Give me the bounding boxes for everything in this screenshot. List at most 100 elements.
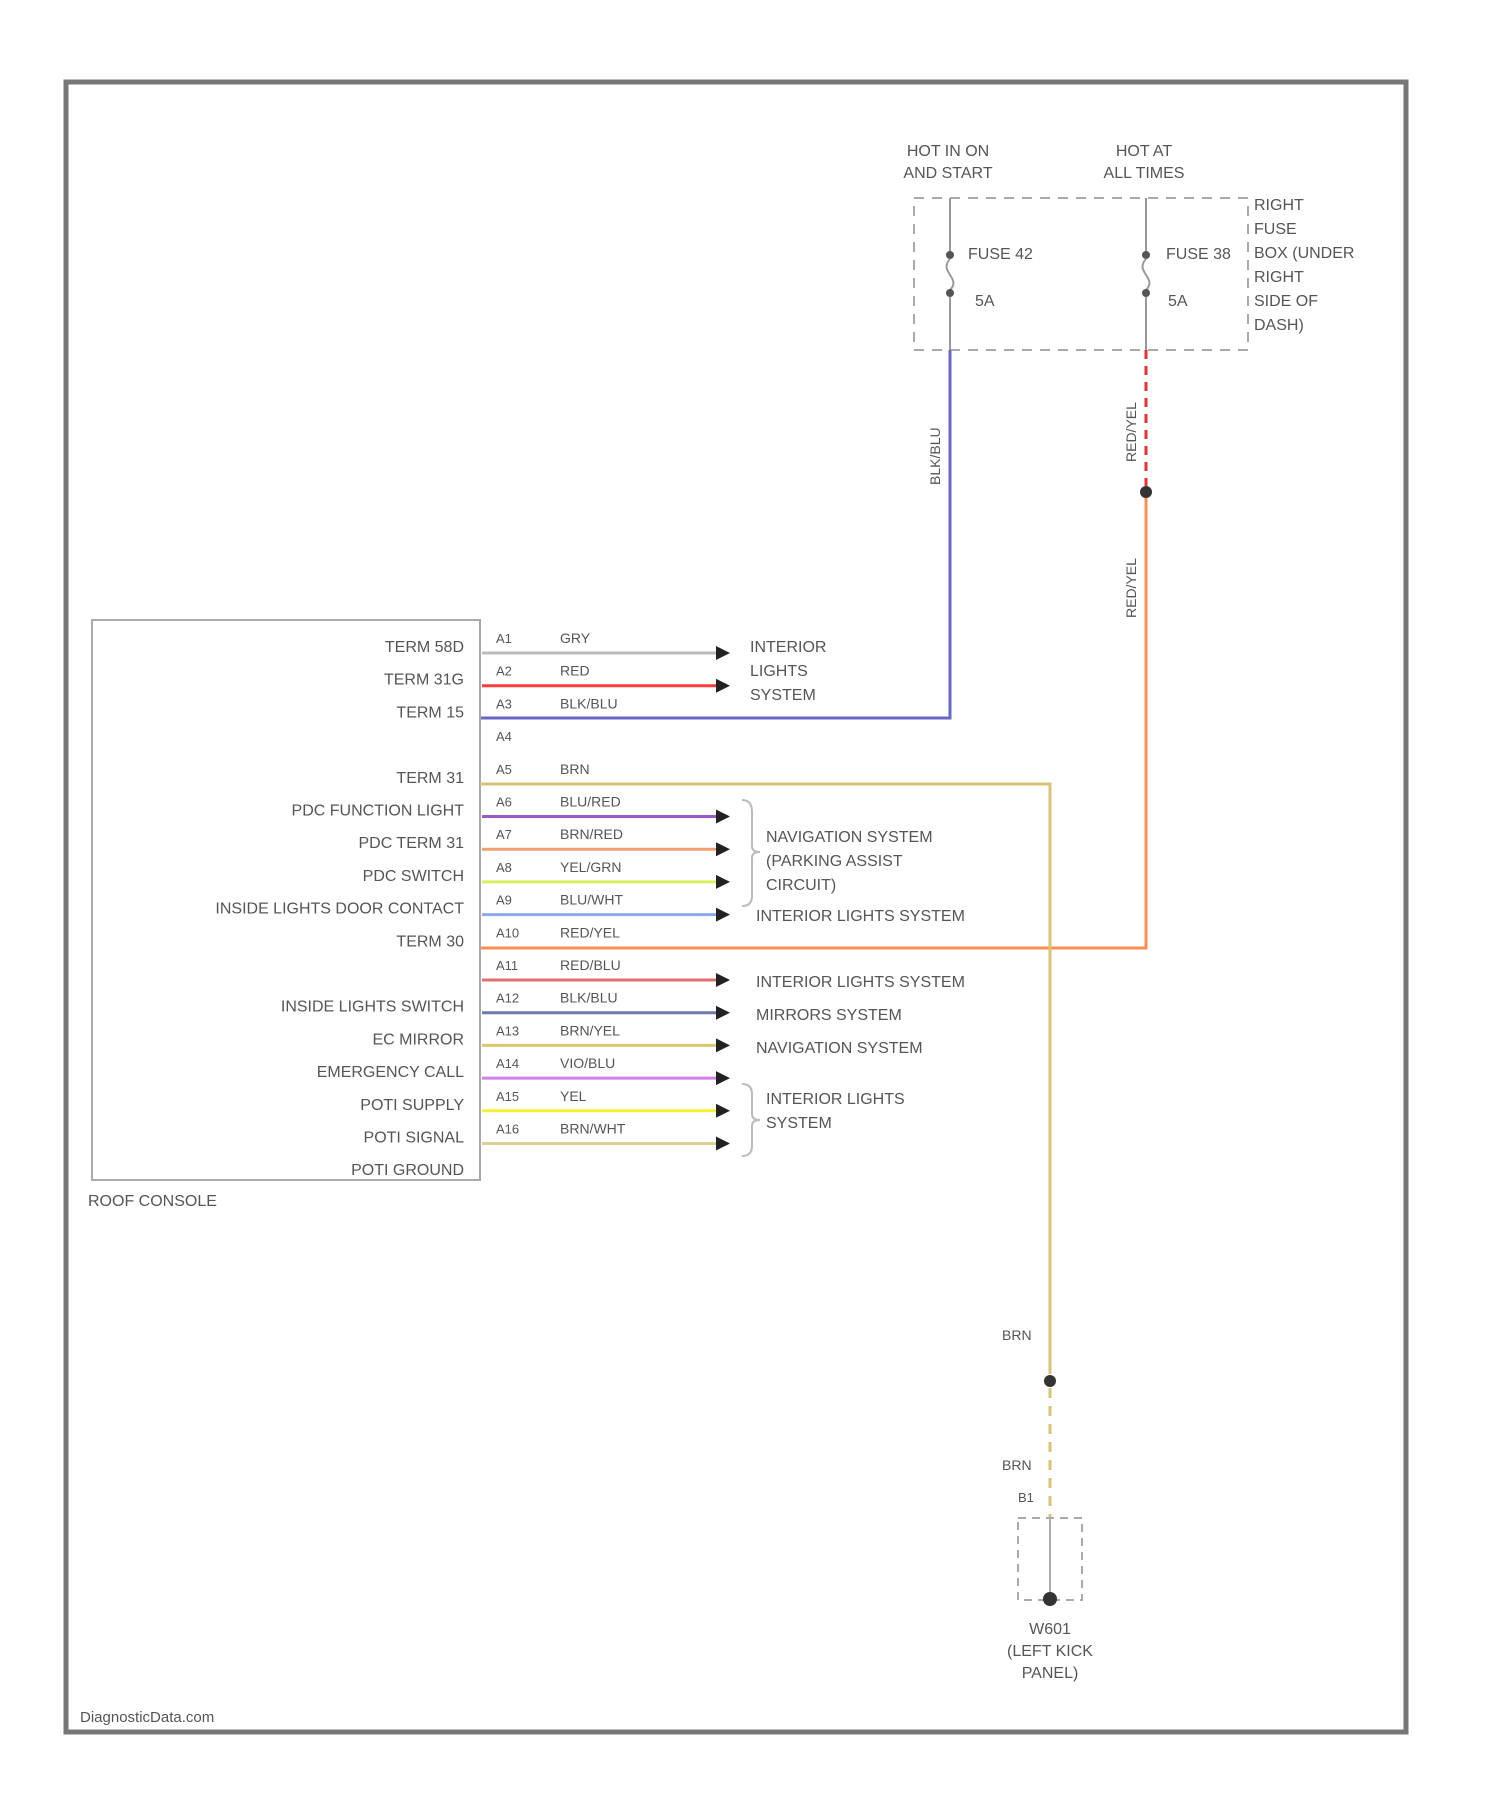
fuse-right-name: FUSE 38 [1166,246,1231,263]
dest-interior-top-1: INTERIOR [750,639,826,656]
terminal-label: POTI SIGNAL [364,1130,465,1147]
hot-run-start-label-1: HOT IN ON [907,143,989,160]
dest-interior-bottom-2: SYSTEM [766,1115,832,1132]
wire-color-label: BLU/WHT [560,892,623,908]
roof-console-title: ROOF CONSOLE [88,1193,217,1210]
wire-term30-lower-label: RED/YEL [1123,558,1139,618]
arrow-icon [716,1104,730,1118]
ground-label-1: W601 [1029,1621,1071,1638]
hot-all-times-label-1: HOT AT [1116,143,1173,160]
wire-color-label: RED/YEL [560,924,620,940]
fuse-box-label-3: BOX (UNDER [1254,245,1354,262]
pin-label: A5 [496,762,512,777]
pin-label: A12 [496,991,519,1006]
arrow-icon [716,842,730,856]
fuse-box-label-1: RIGHT [1254,197,1304,214]
arrow-icon [716,1038,730,1052]
wire-term30-upper-label: RED/YEL [1123,402,1139,462]
footer-watermark: DiagnosticData.com [80,1709,214,1726]
fuse-box: HOT IN ON AND START HOT AT ALL TIMES FUS… [903,143,1354,350]
arrow-icon [716,908,730,922]
dest-mirrors: MIRRORS SYSTEM [756,1007,902,1024]
fuse-box-outline [914,198,1248,350]
arrow-icon [716,1071,730,1085]
wire-color-label: RED/BLU [560,957,621,973]
splice-ground [1044,1375,1056,1387]
dest-interior-a11: INTERIOR LIGHTS SYSTEM [756,974,965,991]
hot-all-times-label-2: ALL TIMES [1104,165,1185,182]
dest-navigation-parking-3: CIRCUIT) [766,877,836,894]
ground-point-icon [1043,1592,1057,1606]
wire-color-label: BRN/YEL [560,1022,620,1038]
fuse-box-label-5: SIDE OF [1254,293,1318,310]
dest-interior-a9: INTERIOR LIGHTS SYSTEM [756,908,965,925]
fuse-right-bottom-terminal [1142,289,1150,297]
terminal-label: PDC SWITCH [363,868,464,885]
dest-navigation-parking-2: (PARKING ASSIST [766,853,903,870]
terminal-label: TERM 30 [396,933,464,950]
dest-interior-top-2: LIGHTS [750,663,808,680]
terminal-label: EC MIRROR [372,1031,464,1048]
pin-label: A9 [496,893,512,908]
wire-color-label: GRY [560,630,591,646]
ground-connector-pin: B1 [1018,1490,1034,1505]
wire-color-label: BRN/WHT [560,1121,626,1137]
pin-label: A11 [496,958,518,973]
dest-navigation-parking-1: NAVIGATION SYSTEM [766,829,933,846]
wire-color-label: YEL/GRN [560,859,621,875]
pin-label: A16 [496,1122,519,1137]
terminal-label: TERM 15 [396,704,464,721]
pin-label: A14 [496,1056,519,1071]
terminal-label: POTI GROUND [351,1162,464,1179]
pin-label: A4 [496,729,512,744]
terminal-label: TERM 58D [385,639,464,656]
pin-label: A3 [496,696,512,711]
terminal-label: TERM 31 [396,770,464,787]
fuse-box-label-2: FUSE [1254,221,1297,238]
arrow-icon [716,679,730,693]
dest-interior-top-3: SYSTEM [750,687,816,704]
ground-label-3: PANEL) [1022,1665,1079,1682]
dest-interior-bottom-1: INTERIOR LIGHTS [766,1091,905,1108]
pin-label: A6 [496,795,512,810]
pin-label: A10 [496,925,519,940]
brace-interior-bottom [742,1084,760,1156]
arrow-icon [716,810,730,824]
terminal-label: TERM 31G [384,672,464,689]
ground-wire-lower-label: BRN [1002,1457,1032,1473]
fuse-left-rating: 5A [975,293,995,310]
arrow-icon [716,875,730,889]
wire-color-label: BLK/BLU [560,695,618,711]
pin-label: A2 [496,664,512,679]
terminal-label: PDC FUNCTION LIGHT [292,803,465,820]
dest-navigation: NAVIGATION SYSTEM [756,1040,923,1057]
splice-term30 [1140,486,1152,498]
terminal-label: EMERGENCY CALL [317,1064,464,1081]
fuse-box-label-4: RIGHT [1254,269,1304,286]
wire-color-label: YEL [560,1088,587,1104]
pin-label: A8 [496,860,512,875]
ground-label-2: (LEFT KICK [1007,1643,1093,1660]
fuse-left-element [947,259,954,290]
arrow-icon [716,1137,730,1151]
wire-color-label: BRN/RED [560,826,623,842]
fuse-left-name: FUSE 42 [968,246,1033,263]
arrow-icon [716,646,730,660]
wire-term15-feed [480,350,950,718]
wire-color-label: RED [560,663,590,679]
wire-color-label: BLU/RED [560,794,621,810]
terminal-label: INSIDE LIGHTS DOOR CONTACT [215,901,464,918]
wire-color-label: BLK/BLU [560,990,618,1006]
terminal-label: POTI SUPPLY [360,1097,464,1114]
brace-navigation [742,800,760,906]
pin-label: A15 [496,1089,519,1104]
terminal-label: PDC TERM 31 [358,835,464,852]
fuse-right-rating: 5A [1168,293,1188,310]
wire-term15-feed-label: BLK/BLU [927,427,943,485]
fuse-left-top-terminal [946,251,954,259]
fuse-box-label-6: DASH) [1254,317,1304,334]
arrow-icon [716,1006,730,1020]
terminal-label: INSIDE LIGHTS SWITCH [281,999,464,1016]
